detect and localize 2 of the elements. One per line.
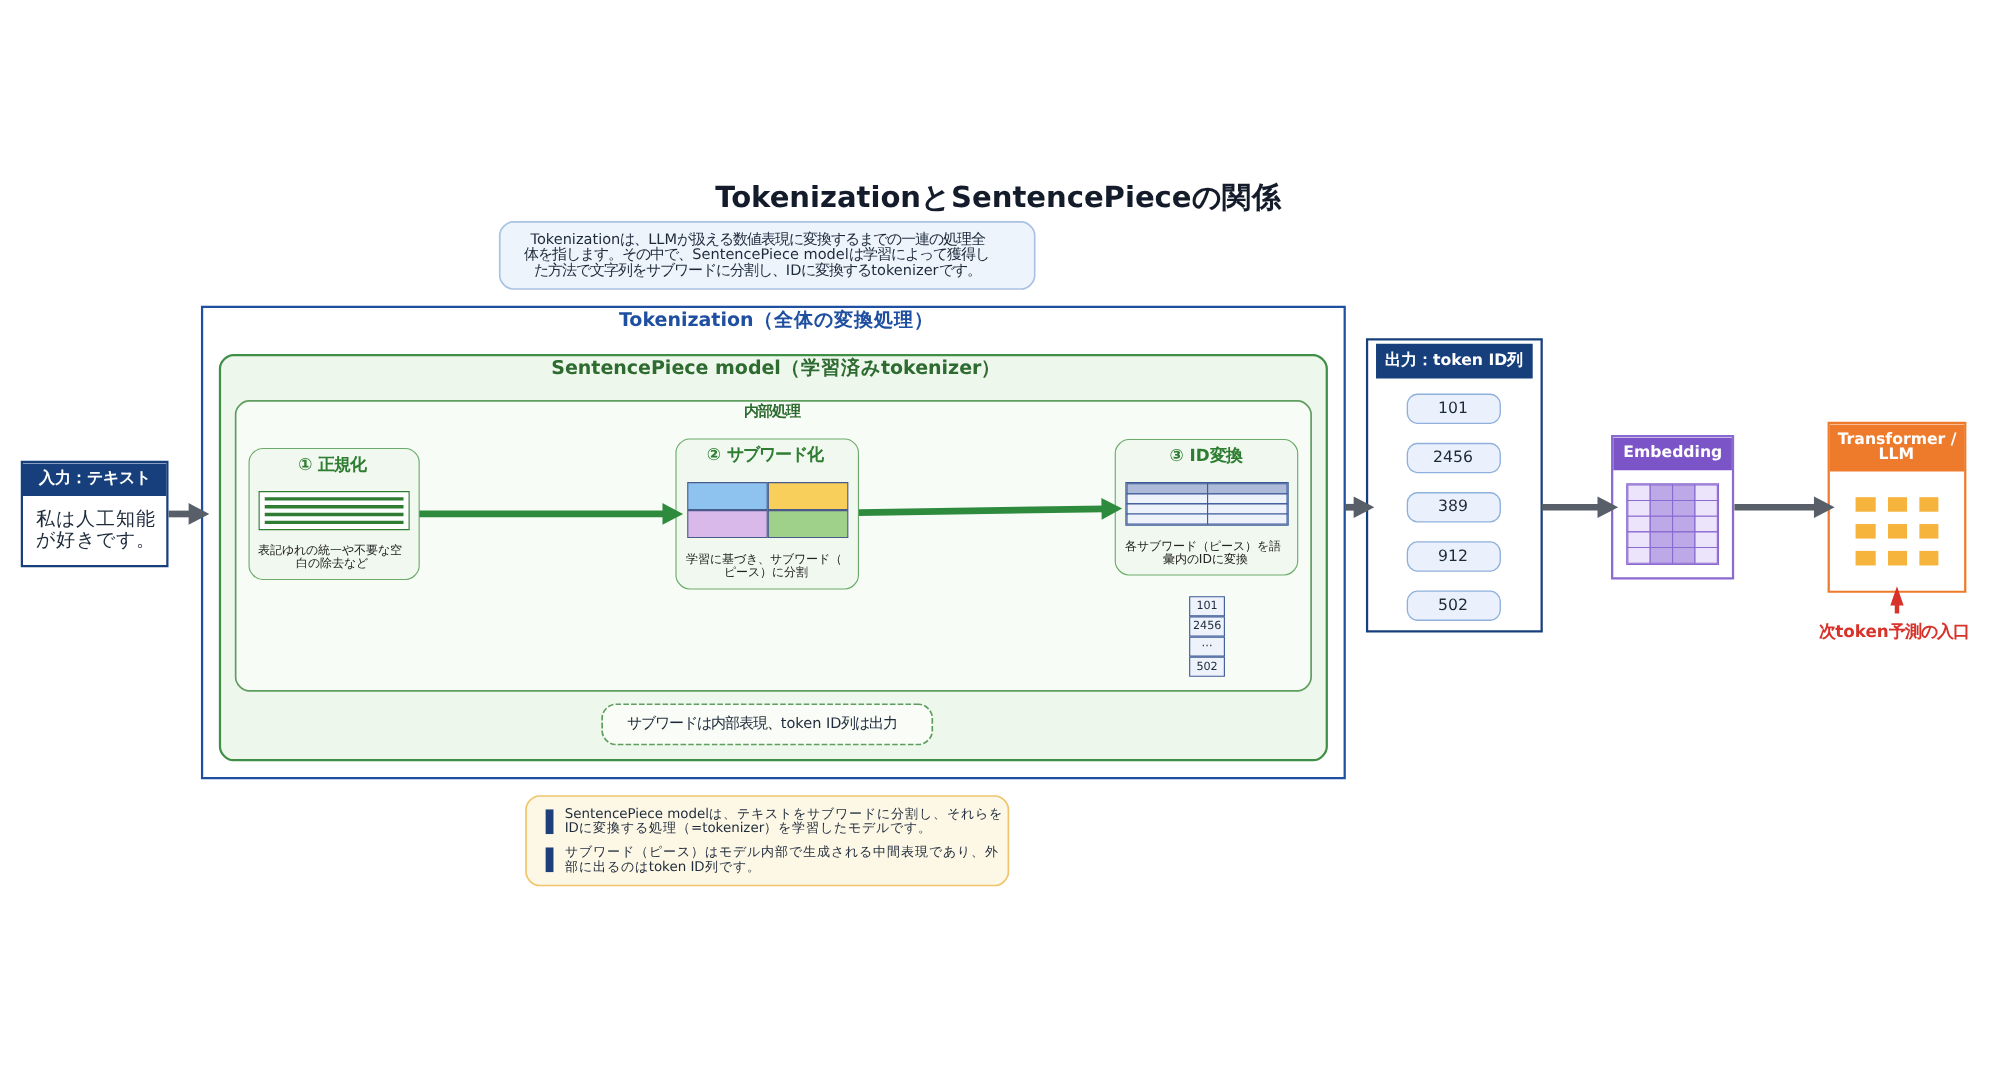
diagram-title: TokenizationとSentencePieceの関係 [715,183,1282,216]
node-text: 次token予測の入口 [1819,620,1969,641]
